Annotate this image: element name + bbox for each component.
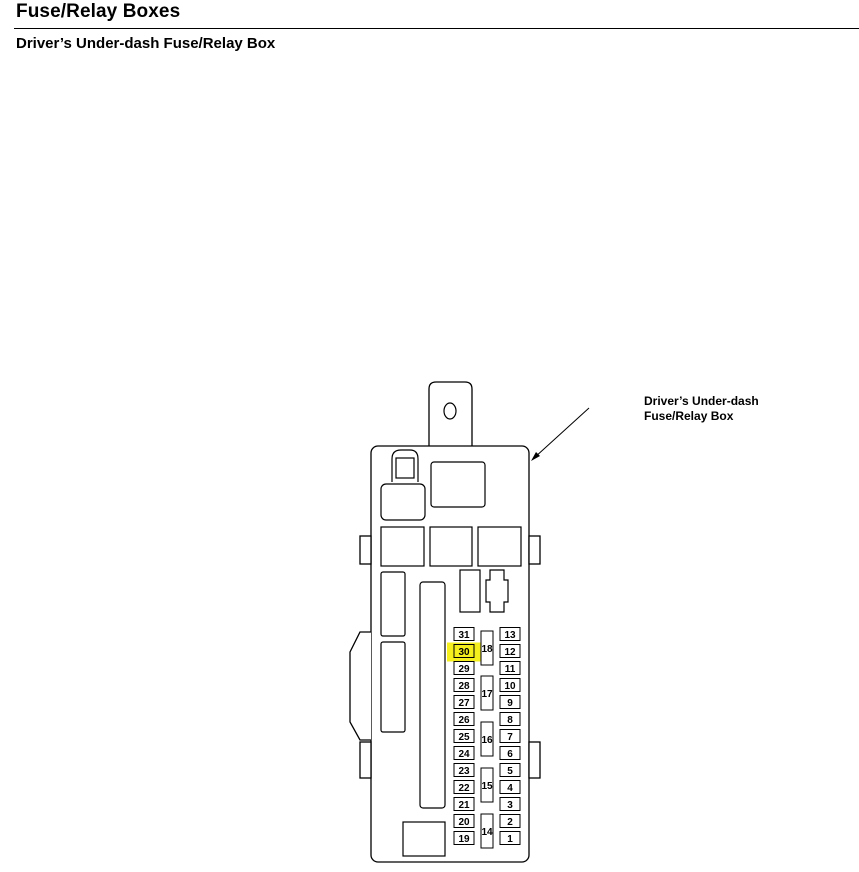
fuse-number: 26 [458,715,470,726]
fuse-7: 7 [499,729,521,743]
fuse-21: 21 [453,797,475,811]
fuse-number: 2 [507,817,513,828]
fuse-17: 17 [480,675,494,711]
fuse-column-right: 13 12 11 10 9 8 7 6 5 4 3 2 1 [499,627,521,845]
section-heading: Driver’s Under-dash Fuse/Relay Box [16,35,276,52]
fuse-number: 27 [458,698,470,709]
fuse-22: 22 [453,780,475,794]
fuse-15: 15 [480,767,494,803]
fuse-16: 16 [480,721,494,757]
fuse-number: 20 [458,817,470,828]
fuse-number: 23 [458,766,470,777]
callout-arrow [531,407,590,461]
relay-sockets [380,449,522,857]
fuse-number: 11 [505,664,516,675]
fuse-3: 3 [499,797,521,811]
fuse-number: 10 [504,681,516,692]
fuse-2: 2 [499,814,521,828]
fuse-number: 22 [458,783,470,794]
fuse-18: 18 [480,630,494,666]
fuse-25: 25 [453,729,475,743]
fuse-1: 1 [499,831,521,845]
callout-label-line-1: Driver’s Under-dash [644,394,759,408]
fuse-30: 30 [447,642,481,662]
fuse-number: 29 [458,664,470,675]
fuse-29: 29 [453,661,475,675]
fuse-19: 19 [453,831,475,845]
fuse-24: 24 [453,746,475,760]
fuse-number: 1 [507,834,513,845]
mounting-hole [443,402,457,420]
fuse-8: 8 [499,712,521,726]
fuse-26: 26 [453,712,475,726]
fuse-number: 30 [458,647,470,658]
fuse-number: 25 [458,732,470,743]
fuse-28: 28 [453,678,475,692]
fuse-number: 5 [507,766,513,777]
fuse-number: 28 [458,681,470,692]
fuse-number: 8 [507,715,513,726]
fuse-number: 18 [481,644,493,655]
fuse-number: 17 [481,689,493,700]
fuse-11: 11 [499,661,521,675]
fuse-number: 4 [507,783,513,794]
fuse-number: 7 [507,732,513,743]
fuse-number: 24 [458,749,470,760]
fuse-highlight [447,642,481,662]
fuse-number: 12 [504,647,516,658]
callout-label-line-2: Fuse/Relay Box [644,409,734,423]
fuse-number: 13 [504,630,516,641]
fuse-number: 6 [507,749,513,760]
fuse-column-left: 31 30 29 28 27 26 25 24 23 22 21 20 19 [447,627,481,845]
fuse-10: 10 [499,678,521,692]
fuse-number: 21 [458,800,470,811]
fuse-number: 14 [481,827,493,838]
fuse-31: 31 [453,627,475,641]
fuse-4: 4 [499,780,521,794]
fuse-12: 12 [499,644,521,658]
fuse-13: 13 [499,627,521,641]
title-divider [14,28,859,29]
fuse-column-middle: 18 17 16 15 14 [480,630,494,849]
fuse-number: 31 [458,630,470,641]
fuse-5: 5 [499,763,521,777]
fuse-number: 19 [458,834,470,845]
fuse-9: 9 [499,695,521,709]
fuse-number: 3 [507,800,513,811]
page-title: Fuse/Relay Boxes [16,1,181,22]
fuse-14: 14 [480,813,494,849]
fuse-number: 15 [481,781,493,792]
fuse-27: 27 [453,695,475,709]
fuse-number: 16 [481,735,493,746]
fuse-number: 9 [507,698,513,709]
fuse-23: 23 [453,763,475,777]
fuse-20: 20 [453,814,475,828]
fuse-6: 6 [499,746,521,760]
